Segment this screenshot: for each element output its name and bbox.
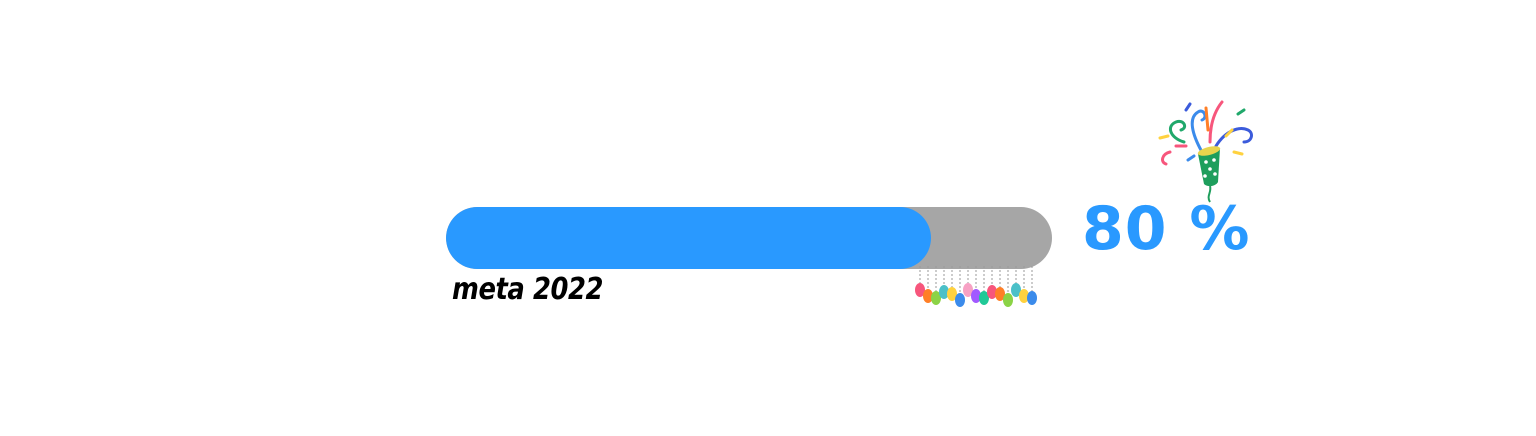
balloon (931, 291, 941, 305)
balloon (923, 289, 933, 303)
balloon (995, 287, 1005, 301)
balloon (1027, 291, 1037, 305)
progress-bar-fill (446, 207, 931, 269)
progress-percent: 80 % (1082, 194, 1251, 264)
balloon (955, 293, 965, 307)
balloon (1003, 293, 1013, 307)
balloon (971, 289, 981, 303)
balloon (939, 285, 949, 299)
progress-bar-track (446, 207, 1052, 269)
balloon (979, 291, 989, 305)
progress-caption: meta 2022 (452, 272, 604, 307)
balloon (947, 287, 957, 301)
balloon (963, 283, 973, 297)
balloon (1019, 289, 1029, 303)
balloon (1011, 283, 1021, 297)
balloon (915, 283, 925, 297)
balloon-garland-icon (915, 266, 1037, 307)
balloon (987, 285, 997, 299)
party-popper-icon (1158, 100, 1253, 203)
